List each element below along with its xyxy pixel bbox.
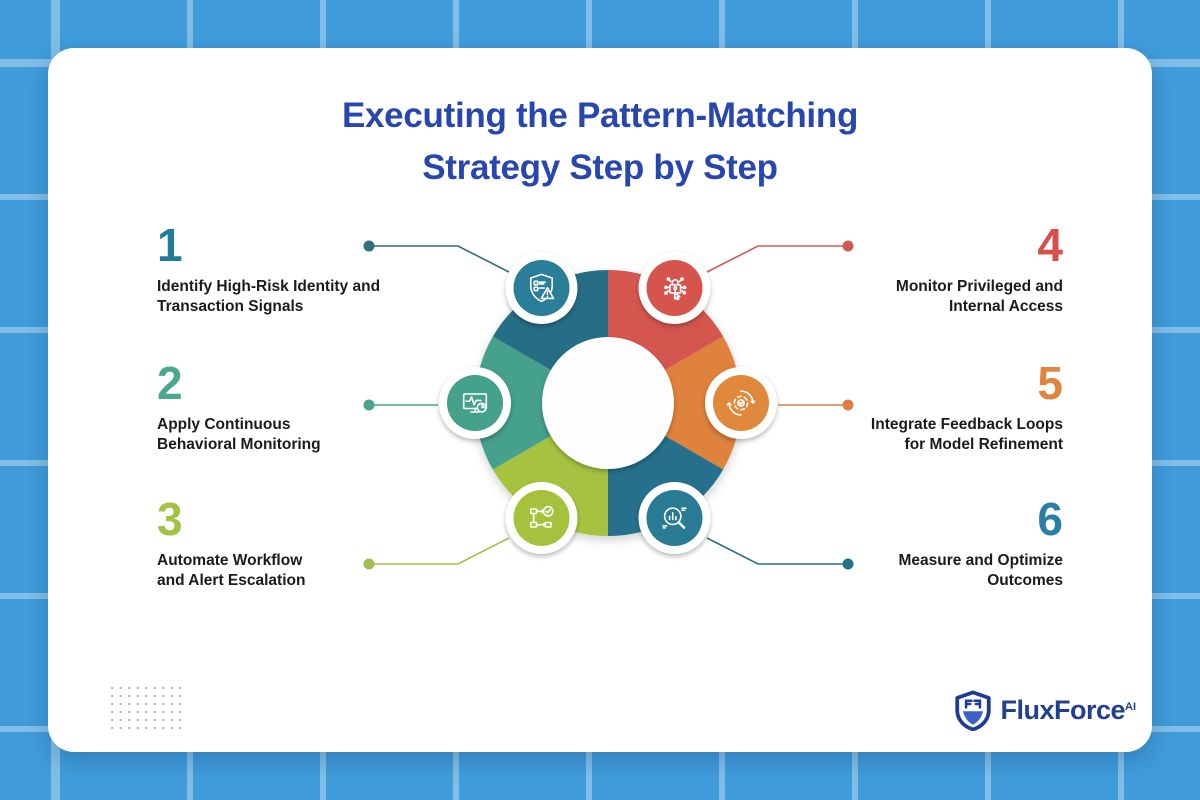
title-line-2: Strategy Step by Step bbox=[422, 148, 778, 187]
step-6-number: 6 bbox=[1037, 493, 1063, 545]
step-1-number: 1 bbox=[157, 219, 183, 271]
title-line-1: Executing the Pattern-Matching bbox=[341, 96, 859, 135]
step-2-label: Apply Continuous Behavioral Monitoring bbox=[157, 415, 427, 455]
step-4-label-line2: Internal Access bbox=[948, 298, 1063, 315]
brand-suffix: AI bbox=[1125, 701, 1136, 713]
brand-wordmark: FluxForceAI bbox=[1000, 695, 1136, 726]
step-6: 6 Measure and Optimize Outcomes bbox=[793, 494, 1063, 591]
brand-name: FluxForce bbox=[1000, 695, 1125, 725]
step-3-number: 3 bbox=[157, 493, 183, 545]
brand-logo: FluxForceAI bbox=[954, 690, 1136, 731]
step-3: 3 Automate Workflow and Alert Escalation bbox=[157, 494, 427, 591]
step-4: 4 Monitor Privileged and Internal Access bbox=[793, 220, 1063, 317]
step-1-label: Identify High-Risk Identity and Transact… bbox=[157, 277, 427, 317]
step-3-label: Automate Workflow and Alert Escalation bbox=[157, 551, 427, 591]
step-5-label-line1: Integrate Feedback Loops bbox=[870, 416, 1063, 433]
step-5: 5 Integrate Feedback Loops for Model Ref… bbox=[793, 358, 1063, 455]
step-5-label: Integrate Feedback Loops for Model Refin… bbox=[793, 415, 1063, 455]
step-2: 2 Apply Continuous Behavioral Monitoring bbox=[157, 358, 427, 455]
step-4-number: 4 bbox=[1037, 219, 1063, 271]
step-1-label-line2: Transaction Signals bbox=[157, 298, 304, 315]
step-5-number: 5 bbox=[1037, 357, 1063, 409]
step-2-number: 2 bbox=[157, 357, 183, 409]
step-3-label-line2: and Alert Escalation bbox=[157, 572, 306, 589]
page-title: Executing the Pattern-Matching Strategy … bbox=[0, 90, 1200, 194]
step-6-label: Measure and Optimize Outcomes bbox=[793, 551, 1063, 591]
step-2-label-line1: Apply Continuous bbox=[157, 416, 291, 433]
step-6-label-line1: Measure and Optimize bbox=[898, 552, 1063, 569]
step-4-label: Monitor Privileged and Internal Access bbox=[793, 277, 1063, 317]
step-5-label-line2: for Model Refinement bbox=[904, 436, 1063, 453]
step-3-label-line1: Automate Workflow bbox=[157, 552, 303, 569]
step-2-label-line2: Behavioral Monitoring bbox=[157, 436, 321, 453]
step-6-label-line2: Outcomes bbox=[987, 572, 1063, 589]
decorative-dot-grid bbox=[108, 684, 184, 730]
step-1: 1 Identify High-Risk Identity and Transa… bbox=[157, 220, 427, 317]
step-4-label-line1: Monitor Privileged and bbox=[895, 278, 1063, 295]
fluxforce-shield-icon bbox=[955, 690, 992, 731]
step-1-label-line1: Identify High-Risk Identity and bbox=[157, 278, 381, 295]
